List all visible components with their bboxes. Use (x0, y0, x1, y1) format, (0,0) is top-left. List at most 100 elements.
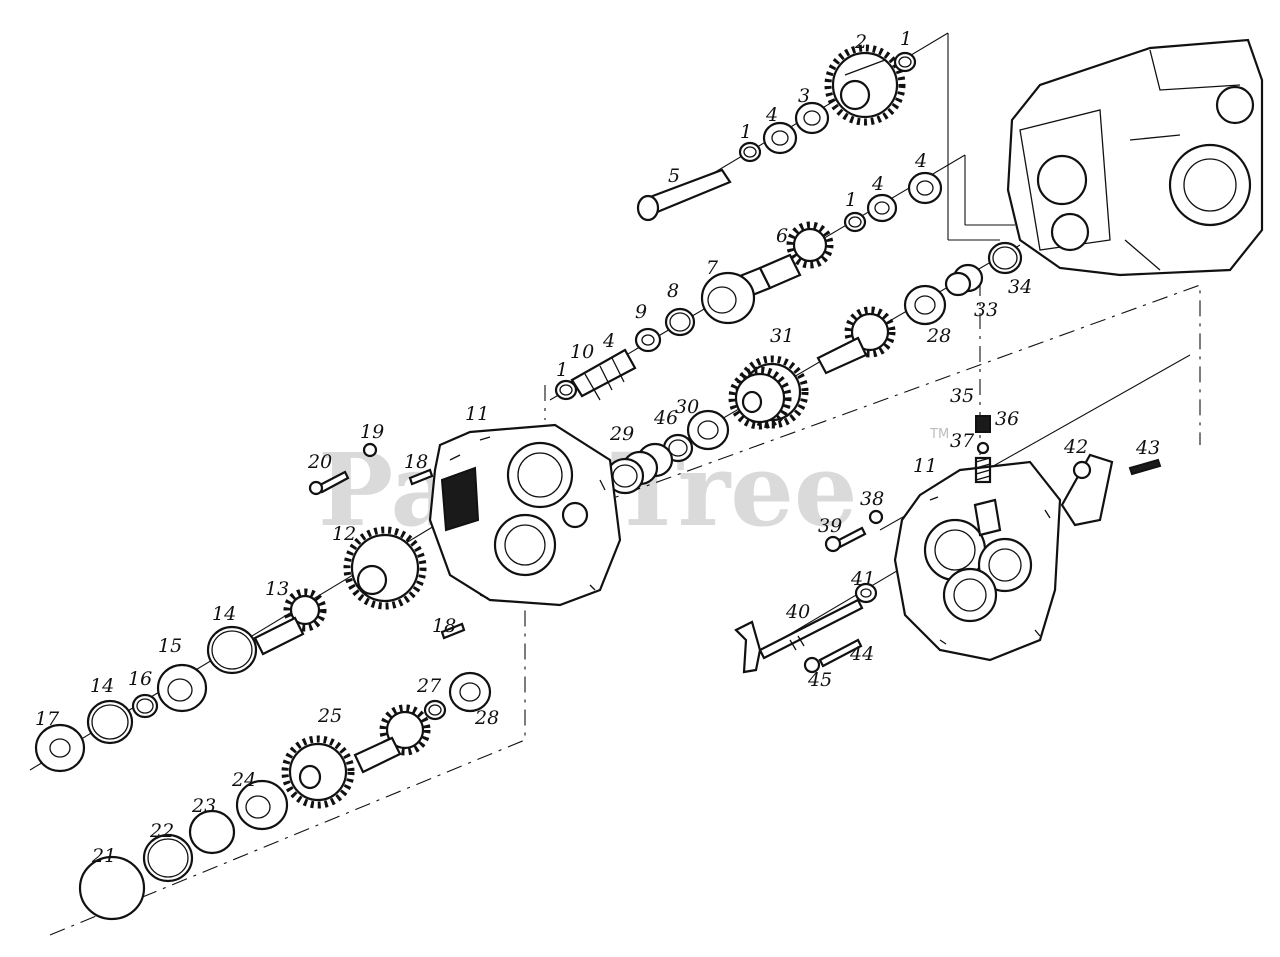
callout-label: 46 (653, 407, 678, 429)
callout-label: 28 (474, 707, 499, 729)
callout-label: 1 (900, 28, 912, 50)
callout-label: 28 (926, 325, 951, 347)
callout-label: 41 (850, 568, 875, 590)
callout-label: 11 (913, 455, 937, 477)
part-35-plug (975, 415, 991, 433)
part-38-nut (868, 509, 884, 525)
callout-label: 27 (416, 675, 442, 697)
callout-label: 17 (35, 708, 60, 730)
part-34-ring (987, 241, 1023, 275)
callout-label: 11 (465, 403, 489, 425)
callout-label: 30 (675, 396, 699, 418)
callout-label: 37 (950, 430, 975, 452)
callout-label: 25 (317, 705, 342, 727)
callout-label: 1 (556, 359, 568, 381)
part-44-stud (818, 638, 863, 668)
part-1-ring-mid (843, 211, 867, 233)
callout-label: 22 (149, 820, 174, 842)
callout-label: 34 (1008, 276, 1032, 298)
part-2-gear (824, 44, 906, 126)
callout-label: 6 (776, 225, 788, 247)
part-14-ring-lower (86, 699, 134, 745)
part-13-shaft-gear (253, 588, 327, 656)
part-18-dowel-upper (408, 468, 434, 486)
part-25-cluster-gear (281, 704, 431, 809)
part-7-bearing (700, 271, 756, 325)
callout-label: 29 (609, 423, 634, 445)
callout-label: 42 (1063, 436, 1088, 458)
callout-label: 14 (212, 603, 236, 625)
part-28-bearing-upper (903, 284, 947, 326)
callout-label: 35 (950, 385, 974, 407)
part-18-dowel-lower (440, 622, 466, 640)
part-19-nut (362, 442, 378, 458)
callout-label: 36 (995, 408, 1019, 430)
callout-label: 16 (128, 668, 152, 690)
part-4-bearing-mid (866, 193, 898, 223)
part-17-seal (34, 723, 86, 773)
part-21-cover (78, 855, 146, 921)
part-4-bearing-upper (907, 171, 943, 205)
part-10-needle-bearing (570, 348, 637, 401)
callout-label: 1 (845, 189, 857, 211)
callout-label: 19 (360, 421, 384, 443)
part-28-bearing-lower (448, 671, 492, 713)
part-5-shaft (636, 168, 732, 222)
callout-label: 38 (860, 488, 884, 510)
part-22-ring (142, 833, 194, 883)
part-23-washer (188, 809, 236, 855)
callout-label: 7 (706, 257, 719, 279)
callout-label: 39 (818, 515, 842, 537)
part-33-washers (944, 263, 984, 297)
watermark-trademark: TM (929, 427, 949, 442)
part-30-bearing (686, 409, 730, 451)
callout-label: 10 (570, 341, 594, 363)
part-15-bearing (156, 663, 208, 713)
callout-label: 8 (667, 280, 679, 302)
part-8-circlip (664, 307, 696, 337)
callout-label: 2 (854, 31, 867, 53)
part-1-ring-low (554, 379, 578, 401)
part-3-needle-bearing (794, 101, 830, 135)
callout-label: 1 (740, 121, 752, 143)
callout-label: 12 (332, 523, 356, 545)
part-1-snap-ring (738, 141, 762, 163)
transmission-housing (1006, 38, 1264, 277)
callout-label: 15 (158, 635, 182, 657)
callout-label: 5 (668, 165, 680, 187)
part-4-needle-bearing (762, 121, 798, 155)
part-16-ring (131, 693, 159, 719)
callout-label: 24 (231, 769, 256, 791)
callout-label: 4 (914, 150, 927, 172)
callout-label: 18 (404, 451, 428, 473)
callout-label: 4 (871, 173, 884, 195)
part-39-bolt (824, 526, 867, 553)
callout-label: 3 (798, 85, 810, 107)
part-29-shims (605, 442, 674, 495)
part-20-bolt (308, 470, 350, 496)
callout-label: 14 (90, 675, 114, 697)
part-45-nut (803, 656, 821, 674)
part-27-washer (423, 699, 447, 721)
part-41-seal (854, 582, 878, 604)
part-37-spring (974, 456, 992, 484)
callout-label: 31 (770, 325, 794, 347)
callout-label: 21 (91, 845, 116, 867)
part-14-ring-upper (206, 625, 258, 675)
callout-label: 45 (807, 669, 832, 691)
callout-label: 4 (765, 104, 778, 126)
callout-label: 13 (265, 578, 289, 600)
callout-label: 43 (1135, 437, 1160, 459)
part-9-washer (634, 327, 662, 353)
part-24-bearing (235, 779, 289, 831)
callout-label: 4 (602, 330, 615, 352)
callout-label: 23 (191, 795, 216, 817)
part-11-housing-right (893, 460, 1062, 662)
part-40-shift-lever (734, 598, 864, 674)
callout-label: 44 (849, 643, 874, 665)
part-11-housing-left (428, 423, 622, 607)
callouts: 1 2 3 4 1 5 4 1 4 6 7 8 9 10 4 1 34 33 2… (35, 28, 1160, 867)
part-36-ball (976, 441, 990, 455)
part-12-gear (343, 526, 427, 610)
